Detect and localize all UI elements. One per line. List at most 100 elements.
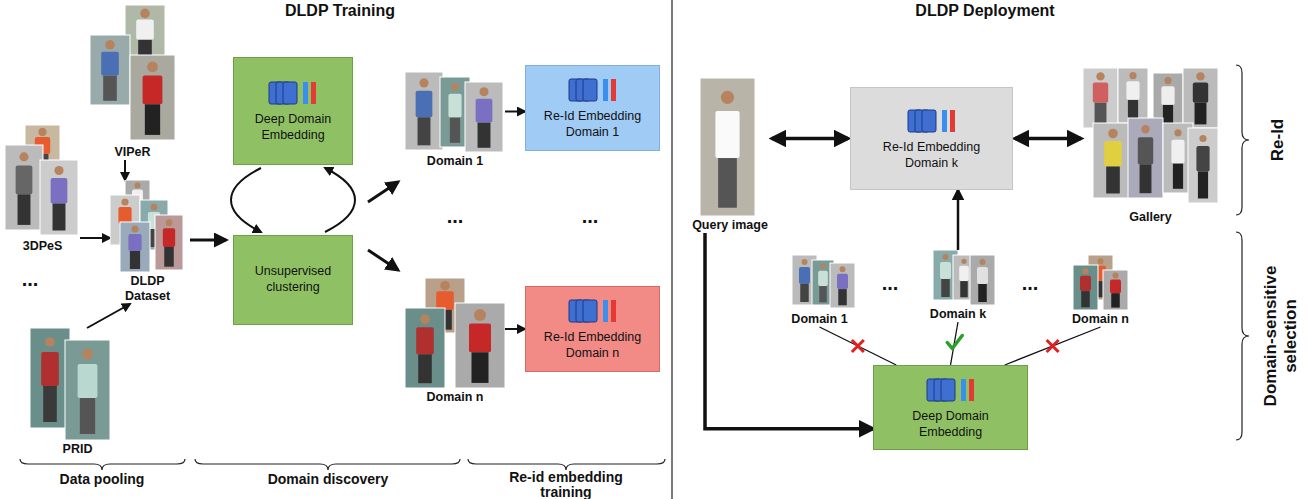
person-thumbnail [5, 145, 43, 230]
person-legs [1095, 103, 1107, 125]
image-stack [85, 5, 180, 143]
person-head [820, 264, 825, 269]
image-group: PRID [30, 328, 125, 457]
photo-background [5, 145, 43, 230]
image-group: Domain 1 [782, 255, 857, 327]
image-group: Query image [690, 78, 770, 233]
network-icon [906, 106, 958, 136]
layer-block [583, 79, 597, 101]
image-caption: Domain 1 [427, 154, 483, 169]
feature-bar [611, 300, 616, 322]
divider [671, 0, 672, 499]
side-label: Re-Id [1268, 65, 1288, 215]
person-thumbnail [155, 215, 183, 270]
network-icon [925, 375, 977, 405]
person-thumbnail [830, 263, 855, 308]
person-torso [1104, 141, 1122, 167]
person-torso [799, 267, 810, 284]
person-head [166, 219, 173, 226]
person-head [1129, 72, 1136, 79]
person-head [1098, 258, 1104, 264]
connector [231, 168, 261, 232]
feature-bar [311, 82, 316, 104]
image-caption: Domain n [427, 390, 484, 405]
flow-arrow [368, 182, 398, 202]
photo-background [1188, 128, 1218, 203]
person-torso [1126, 81, 1139, 100]
person-torso [837, 274, 848, 289]
layer-block [583, 300, 597, 322]
person-head [140, 9, 150, 19]
person-thumbnail [1093, 123, 1133, 198]
person-thumbnail [1118, 68, 1148, 123]
person-legs [450, 118, 460, 143]
connector [80, 237, 110, 239]
person-legs [800, 284, 809, 302]
person-legs [819, 286, 826, 302]
ellipsis: ... [435, 205, 475, 228]
person-thumbnail [700, 78, 755, 216]
person-head [721, 91, 734, 104]
person-torso [163, 228, 175, 247]
person-thumbnail [1073, 265, 1098, 310]
image-caption: Domain n [1072, 312, 1129, 327]
person-legs [941, 279, 950, 297]
feature-bar [961, 379, 966, 401]
connector [957, 190, 960, 250]
person-head [151, 204, 158, 211]
person-torso [715, 111, 739, 158]
person-head [1096, 72, 1104, 80]
person-head [1164, 77, 1171, 84]
person-torso [1110, 280, 1121, 294]
photo-background [130, 55, 175, 140]
person-torso [41, 352, 59, 386]
person-torso [78, 364, 98, 398]
person-head [82, 349, 93, 360]
person-thumbnail [405, 308, 445, 388]
image-group: DLDP Dataset [110, 180, 185, 304]
person-thumbnail [30, 328, 70, 428]
person-head [38, 128, 46, 136]
photo-background [465, 82, 503, 152]
photo-background [1183, 68, 1218, 128]
embedding-box: Re-Id Embedding Domain k [850, 87, 1013, 190]
person-head [961, 259, 966, 264]
image-caption: DLDP Dataset [110, 274, 185, 304]
person-legs [18, 194, 31, 225]
person-head [1141, 125, 1149, 133]
person-torso [1196, 146, 1209, 172]
flow-arrow [368, 250, 398, 270]
photo-background [1073, 265, 1098, 310]
person-head [1108, 129, 1118, 139]
photo-background [700, 78, 755, 216]
person-thumbnail [1103, 270, 1128, 310]
connector [325, 168, 355, 232]
embedding-box: Re-Id Embedding Domain n [525, 286, 660, 372]
person-head [943, 254, 949, 260]
person-thumbnail [130, 55, 175, 140]
reject-mark [852, 340, 864, 352]
image-stack [5, 125, 80, 237]
person-torso [1171, 140, 1184, 164]
box-label: Deep Domain Embedding [243, 112, 343, 143]
connector [505, 328, 525, 330]
person-head [1199, 135, 1206, 142]
person-thumbnail [1128, 118, 1163, 198]
person-head [121, 198, 128, 205]
person-head [419, 78, 428, 87]
image-caption: Gallery [1129, 210, 1171, 225]
person-torso [416, 327, 434, 354]
person-legs [472, 352, 489, 383]
person-legs [1173, 164, 1183, 189]
person-legs [1106, 167, 1120, 194]
image-stack [1083, 68, 1218, 208]
image-stack [690, 78, 770, 216]
brace [468, 459, 665, 470]
person-thumbnail [970, 255, 995, 305]
person-torso [143, 75, 163, 104]
person-head [1083, 268, 1089, 274]
ellipsis: ... [10, 268, 50, 291]
embedding-box: Unsupervised clustering [233, 235, 353, 325]
embedding-box: Re-Id Embedding Domain 1 [525, 65, 660, 151]
person-head [451, 83, 458, 90]
